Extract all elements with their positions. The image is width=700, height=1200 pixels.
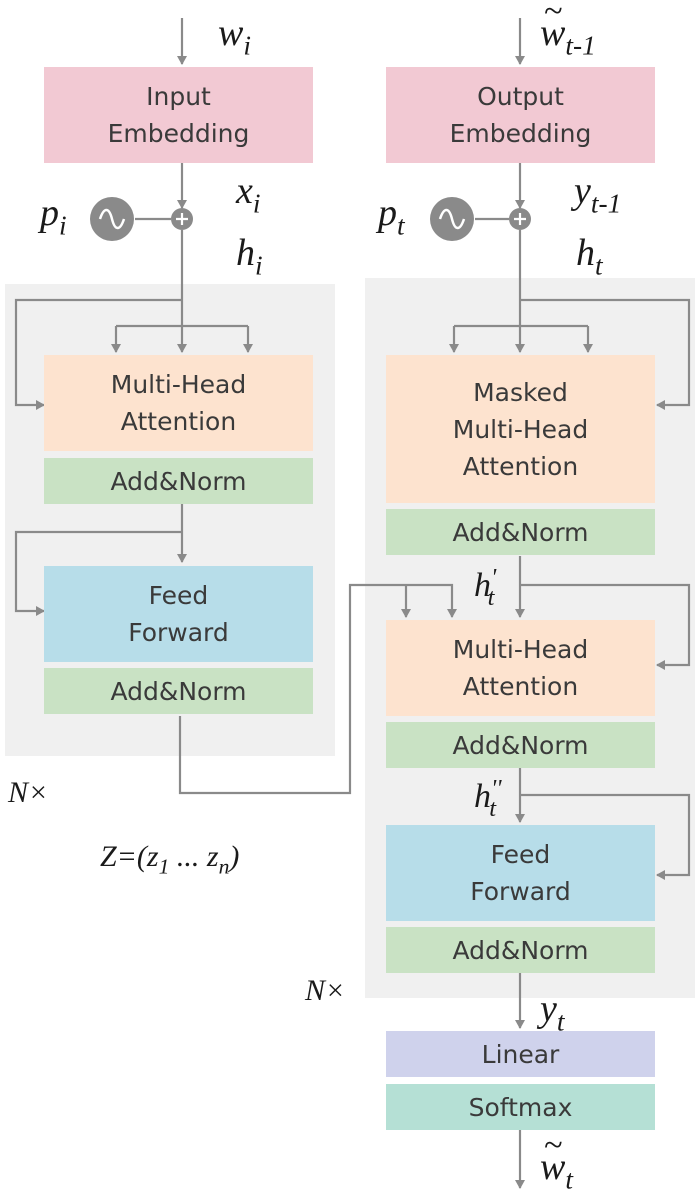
decoder-feed-forward-box: Feed Forward [386,825,655,921]
output-embedding-box: Output Embedding [386,67,655,163]
encoder-feed-forward-box: Feed Forward [44,566,313,662]
encoder-output-label: Z=(z1 ... zn) [100,840,240,879]
decoder-input-label: wt-1 [540,0,596,60]
linear-box: Linear [386,1031,655,1077]
encoder-x-label: xi [236,170,261,219]
input-embedding-box: Input Embedding [44,67,313,163]
decoder-output-y-label: yt [540,988,565,1037]
decoder-h-label: ht [576,232,603,281]
masked-attention-box: Masked Multi-Head Attention [386,355,655,503]
encoder-add-icon [171,208,193,230]
decoder-add-icon [509,208,531,230]
encoder-h-label: hi [236,232,263,281]
decoder-attention-box: Multi-Head Attention [386,620,655,716]
decoder-h-double-prime-label: h''t [474,775,502,822]
encoder-attention-box: Multi-Head Attention [44,355,313,451]
encoder-repeat-label: N× [8,776,49,809]
decoder-sine-icon [430,197,474,241]
encoder-sine-icon [90,197,134,241]
decoder-final-w-label: wt [540,1129,573,1194]
encoder-pos-label: pi [40,192,67,241]
decoder-add-norm-1: Add&Norm [386,509,655,555]
decoder-add-norm-3: Add&Norm [386,927,655,973]
decoder-y-label: yt-1 [574,170,622,219]
encoder-input-label: wi [218,12,251,61]
softmax-box: Softmax [386,1084,655,1130]
decoder-add-norm-2: Add&Norm [386,722,655,768]
decoder-h-prime-label: h't [474,564,497,611]
decoder-repeat-label: N× [305,974,346,1007]
encoder-add-norm-2: Add&Norm [44,668,313,714]
encoder-add-norm-1: Add&Norm [44,458,313,504]
decoder-pos-label: pt [378,192,405,241]
